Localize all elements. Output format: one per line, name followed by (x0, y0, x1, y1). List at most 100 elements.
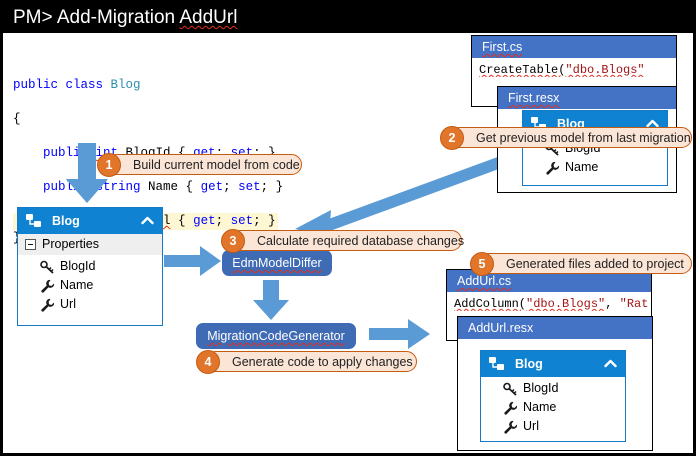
callout-3: 3 Calculate required database changes (221, 229, 465, 253)
migration-code-generator-box[interactable]: MigrationCodeGenerator (196, 323, 356, 349)
console-prompt-text: PM> Add-Migration (13, 7, 180, 28)
callout-badge: 5 (470, 252, 494, 276)
current-model-class-box[interactable]: Blog Properties BlogId Name (17, 207, 163, 326)
property-row[interactable]: Name (493, 398, 625, 417)
file-name-label: First.cs (482, 40, 523, 54)
callout-text: Calculate required database changes (257, 234, 465, 248)
property-row[interactable]: Url (18, 295, 162, 314)
generated-model-class-box[interactable]: Blog BlogId Name (480, 350, 626, 442)
code-line-1: public class Blog (13, 77, 283, 94)
code-punct: ; } (253, 146, 276, 160)
code-type: Blog (110, 78, 141, 92)
property-row[interactable]: BlogId (18, 257, 162, 276)
code-punct: ; } (260, 180, 284, 194)
code-punct: { (178, 180, 201, 194)
arrow-differ-to-generator (253, 280, 289, 320)
code-line-4: public string Name { get; set; } (13, 179, 283, 196)
edm-model-differ-box[interactable]: EdmModelDiffer (222, 250, 332, 276)
code-keyword: string (95, 180, 141, 194)
code-keyword: public (13, 146, 96, 160)
code-string: "dbo.Blogs" (526, 297, 606, 311)
property-label: Url (60, 297, 76, 311)
key-icon (503, 382, 517, 396)
console-title-bar: PM> Add-Migration AddUrl (3, 3, 693, 33)
code-brace: { (13, 112, 21, 126)
wrench-icon (546, 161, 560, 175)
file-name-label: First.resx (508, 91, 560, 105)
code-keyword: get (193, 214, 216, 228)
class-box-header[interactable]: Blog (481, 351, 625, 377)
code-punct: { (170, 214, 194, 228)
chevron-up-icon[interactable] (604, 358, 617, 369)
code-punct: ; (223, 180, 239, 194)
code-keyword: set (238, 180, 261, 194)
property-row[interactable]: Name (18, 276, 162, 295)
callout-5: 5 Generated files added to project (470, 252, 692, 276)
collapse-minus-icon[interactable] (25, 239, 36, 250)
callout-text: Build current model from code (133, 158, 300, 172)
property-label: BlogId (60, 259, 96, 273)
class-box-title: Blog (52, 214, 80, 228)
arrow-code-to-model (66, 143, 108, 203)
wrench-icon (504, 401, 518, 415)
code-punct: ; (215, 214, 231, 228)
wrench-icon (41, 298, 55, 312)
file-tab-header[interactable]: AddUrl.cs (447, 270, 651, 292)
property-label: Name (523, 400, 557, 414)
properties-section-label: Properties (42, 237, 99, 251)
code-punct: ; (215, 146, 231, 160)
code-string: "dbo.Blogs" (565, 63, 645, 77)
previous-model-class-box[interactable]: Blog BlogId Name (522, 110, 668, 186)
property-row[interactable]: BlogId (493, 379, 625, 398)
code-punct: ; } (253, 214, 276, 228)
class-box-title: Blog (515, 357, 543, 371)
file-name-label: AddUrl.resx (468, 321, 534, 335)
code-keyword: set (230, 214, 254, 228)
callout-text: Get previous model from last migration (476, 131, 691, 145)
code-line-2: { (13, 111, 283, 128)
console-migration-name: AddUrl (179, 7, 238, 28)
file-tab-header[interactable]: AddUrl.resx (458, 317, 652, 339)
property-label: BlogId (523, 381, 559, 395)
code-keyword: public class (13, 78, 111, 92)
callout-badge: 2 (440, 126, 464, 150)
key-icon (40, 260, 54, 274)
code-string: "Rat (619, 297, 649, 311)
property-row-list: BlogId Name Url (481, 377, 625, 440)
code-keyword: get (200, 180, 224, 194)
class-diagram-icon (26, 214, 41, 227)
migration-code-generator-label: MigrationCodeGenerator (207, 329, 345, 343)
arrow-previous-model-to-differ (295, 155, 507, 237)
property-row[interactable]: Url (493, 417, 625, 436)
property-label: Name (60, 278, 94, 292)
code-identifier: Name (140, 180, 179, 194)
file-code-preview: CreateTable("dbo.Blogs" (472, 58, 676, 77)
code-line-6: } (13, 230, 283, 247)
edm-model-differ-label: EdmModelDiffer (232, 256, 322, 270)
callout-badge: 4 (196, 350, 220, 374)
chevron-up-icon[interactable] (141, 215, 154, 226)
callout-badge: 3 (221, 229, 245, 253)
properties-section-header[interactable]: Properties (18, 234, 162, 255)
callout-2: 2 Get previous model from last migration (440, 126, 692, 150)
class-diagram-icon (489, 357, 504, 370)
chevron-up-icon[interactable] (646, 118, 659, 129)
file-code-preview: AddColumn("dbo.Blogs", "Rat (447, 292, 651, 311)
property-label: Name (565, 160, 599, 174)
property-row[interactable]: Name (535, 158, 667, 177)
callout-text: Generated files added to project (506, 257, 684, 271)
class-box-header[interactable]: Blog (18, 208, 162, 234)
code-call: CreateTable( (479, 63, 566, 77)
callout-badge: 1 (97, 153, 121, 177)
wrench-icon (504, 420, 518, 434)
callout-4: 4 Generate code to apply changes (196, 350, 417, 374)
code-punct: { (170, 146, 194, 160)
file-name-label: AddUrl.cs (457, 274, 512, 288)
code-brace: } (13, 231, 21, 245)
code-punct: , (605, 297, 620, 311)
file-tab-header[interactable]: First.cs (472, 36, 676, 58)
wrench-icon (41, 279, 55, 293)
file-tab-header[interactable]: First.resx (498, 87, 676, 109)
callout-text: Generate code to apply changes (232, 355, 413, 369)
